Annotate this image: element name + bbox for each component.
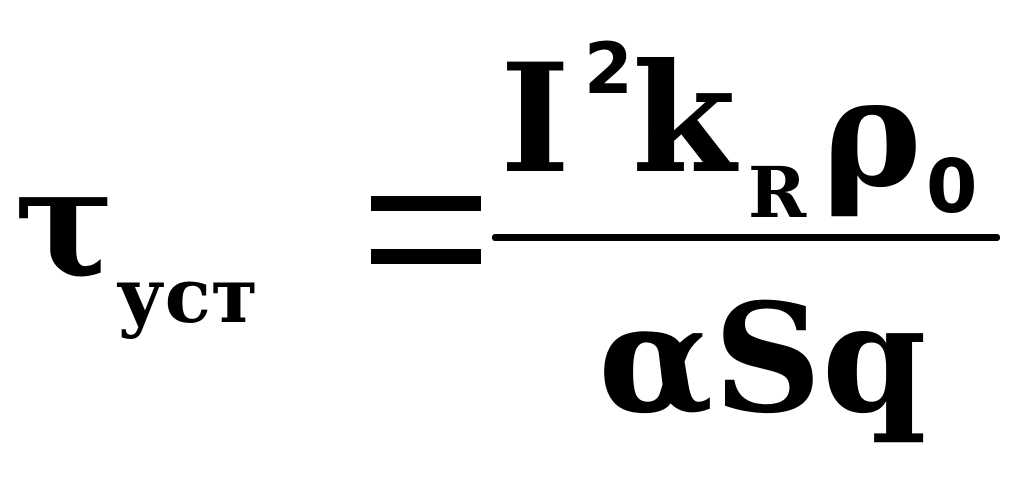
numerator-current-exponent: 2 — [584, 28, 633, 110]
numerator-coefficient-subscript: R — [748, 151, 807, 234]
denominator: αSq — [598, 271, 927, 447]
fraction-bar — [492, 234, 1000, 241]
numerator-coefficient: k — [632, 31, 736, 207]
equals-bar-bottom — [371, 249, 481, 264]
numerator-resistivity: ρ — [822, 45, 922, 221]
tau-subscript: уст — [116, 251, 259, 340]
numerator-current: I — [500, 31, 571, 207]
numerator-resistivity-subscript: 0 — [926, 144, 978, 230]
tau-symbol: τ — [14, 135, 115, 311]
equals-bar-top — [371, 196, 481, 211]
equals-sign — [371, 196, 481, 264]
